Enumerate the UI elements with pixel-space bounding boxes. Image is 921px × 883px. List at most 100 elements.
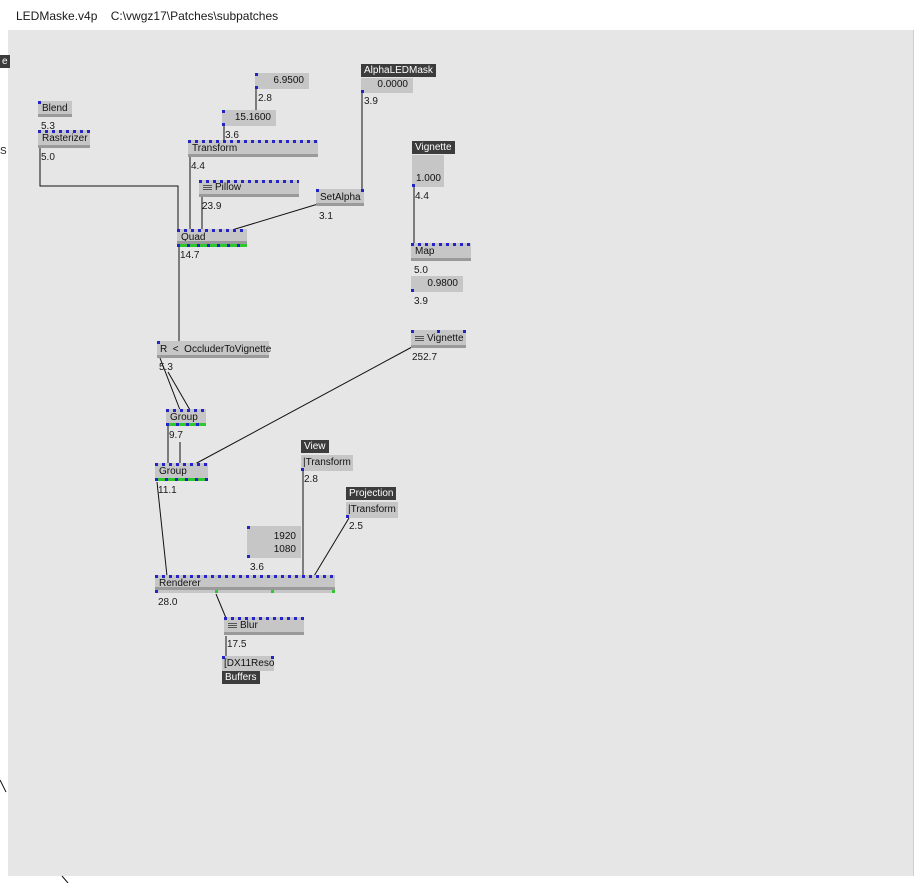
node-transform[interactable]: Transform	[188, 140, 318, 157]
iobox-value[interactable]: 0.9800	[427, 278, 458, 289]
timing-io-6-95: 2.8	[258, 93, 272, 104]
node-label: Vignette	[415, 333, 464, 344]
iobox-value-width[interactable]: 1920	[273, 531, 296, 542]
iobox-6-95[interactable]: 6.9500	[255, 73, 309, 89]
node-group-2[interactable]: Group	[155, 463, 208, 481]
node-inputs[interactable]	[199, 180, 299, 183]
iobox-value[interactable]: 1.000	[415, 173, 441, 184]
node-label: Rasterizer	[42, 133, 88, 144]
node-label: |Transform	[348, 504, 396, 515]
pin-out[interactable]	[412, 184, 415, 187]
title-bar: LEDMaske.v4p C:\vwgz17\Patches\subpatche…	[0, 0, 921, 30]
node-inputs[interactable]	[38, 130, 90, 133]
timing-io-resolution: 3.6	[250, 562, 264, 573]
iobox-value[interactable]: 6.9500	[273, 75, 304, 86]
pin-in-3[interactable]	[463, 330, 466, 333]
timing-group-1: 9.7	[169, 430, 183, 441]
timing-io-0-98: 3.9	[414, 296, 428, 307]
iobox-alpha[interactable]: 0.0000	[361, 78, 413, 93]
label-vignette-io: Vignette	[412, 141, 455, 154]
node-inputs[interactable]	[166, 409, 206, 412]
node-renderer[interactable]: Renderer	[155, 575, 335, 593]
pin-out[interactable]	[255, 86, 258, 89]
iobox-15-16[interactable]: 15.1600	[222, 110, 276, 126]
pin-in[interactable]	[411, 330, 414, 333]
node-bar	[188, 154, 318, 157]
node-label: [DX11Reso	[224, 658, 275, 669]
pin-in-2[interactable]	[271, 656, 274, 659]
node-bar	[224, 632, 304, 635]
pin-out[interactable]	[155, 590, 158, 593]
pin-out[interactable]	[346, 515, 349, 518]
node-rasterizer[interactable]: Rasterizer	[38, 130, 90, 148]
pin-in[interactable]	[316, 189, 319, 192]
node-bar	[316, 203, 364, 206]
timing-transform: 4.4	[191, 161, 205, 172]
node-outputs[interactable]	[155, 478, 208, 481]
patch-canvas[interactable]	[8, 30, 913, 876]
wire-vignette-group2	[194, 346, 413, 465]
node-dx11-resource[interactable]: [DX11Reso	[222, 656, 274, 671]
iobox-resolution[interactable]: 1920 1080	[247, 526, 301, 558]
timing-map: 5.0	[414, 265, 428, 276]
timing-projection: 2.5	[349, 521, 363, 532]
pin-in-alpha[interactable]	[361, 189, 364, 192]
node-inputs[interactable]	[177, 229, 247, 232]
timing-blur: 17.5	[227, 639, 247, 650]
pin-out[interactable]	[301, 468, 304, 471]
node-outputs[interactable]	[166, 423, 206, 426]
node-occluder-to-vignette[interactable]: R < OccluderToVignette	[157, 341, 271, 358]
node-pillow[interactable]: Pillow	[199, 180, 299, 197]
timing-vignette: 252.7	[412, 352, 438, 363]
pin-in[interactable]	[222, 110, 225, 113]
pin-out-4[interactable]	[332, 590, 335, 593]
timing-view: 2.8	[304, 474, 318, 485]
iobox-value[interactable]: 15.1600	[234, 112, 271, 123]
menu-icon	[228, 622, 237, 629]
node-inputs[interactable]	[155, 463, 208, 466]
pin-in-2[interactable]	[437, 330, 440, 333]
pin-out-3[interactable]	[271, 590, 274, 593]
node-outputs[interactable]	[177, 244, 247, 247]
node-inputs[interactable]	[224, 617, 304, 620]
timing-setalpha: 3.1	[319, 211, 333, 222]
node-projection-transform[interactable]: |Transform	[346, 502, 398, 518]
timing-renderer: 28.0	[158, 597, 178, 608]
node-view-transform[interactable]: |Transform	[301, 455, 353, 471]
iobox-value[interactable]: 0.0000	[377, 79, 408, 90]
node-blur[interactable]: Blur	[224, 617, 304, 635]
pin-out-2[interactable]	[215, 590, 218, 593]
iobox-value-height[interactable]: 1080	[273, 544, 296, 555]
node-group-1[interactable]: Group	[166, 409, 206, 426]
node-label: Transform	[192, 143, 238, 154]
node-blend[interactable]: Blend	[38, 101, 72, 117]
node-label: Pillow	[203, 182, 241, 193]
timing-io-15-16: 3.6	[225, 130, 239, 141]
pin-in[interactable]	[222, 656, 225, 659]
node-label: Group	[159, 466, 187, 477]
iobox-vignette[interactable]: 1.000	[412, 155, 444, 187]
pin-in[interactable]	[247, 526, 250, 529]
label-alpha-led-mask: AlphaLEDMask	[361, 64, 436, 77]
node-vignette[interactable]: Vignette	[411, 330, 466, 348]
node-bar	[38, 145, 90, 148]
pin-in[interactable]	[38, 101, 41, 104]
node-map[interactable]: Map	[411, 243, 471, 261]
pin-in[interactable]	[255, 73, 258, 76]
node-setalpha[interactable]: SetAlpha	[316, 189, 364, 206]
node-inputs[interactable]	[155, 575, 335, 578]
node-quad[interactable]: Quad	[177, 229, 247, 247]
pin-in[interactable]	[157, 341, 160, 344]
pin-out[interactable]	[222, 123, 225, 126]
pin-out[interactable]	[361, 90, 364, 93]
node-bar	[177, 241, 247, 244]
pin-out[interactable]	[247, 555, 250, 558]
window-frame-right	[913, 30, 921, 883]
timing-occluder: 5.3	[159, 362, 173, 373]
label-projection: Projection	[346, 487, 397, 500]
node-label: Blur	[228, 620, 258, 631]
node-inputs[interactable]	[411, 243, 471, 246]
iobox-0-98[interactable]: 0.9800	[411, 276, 463, 292]
node-inputs[interactable]	[188, 140, 318, 143]
pin-out[interactable]	[411, 289, 414, 292]
